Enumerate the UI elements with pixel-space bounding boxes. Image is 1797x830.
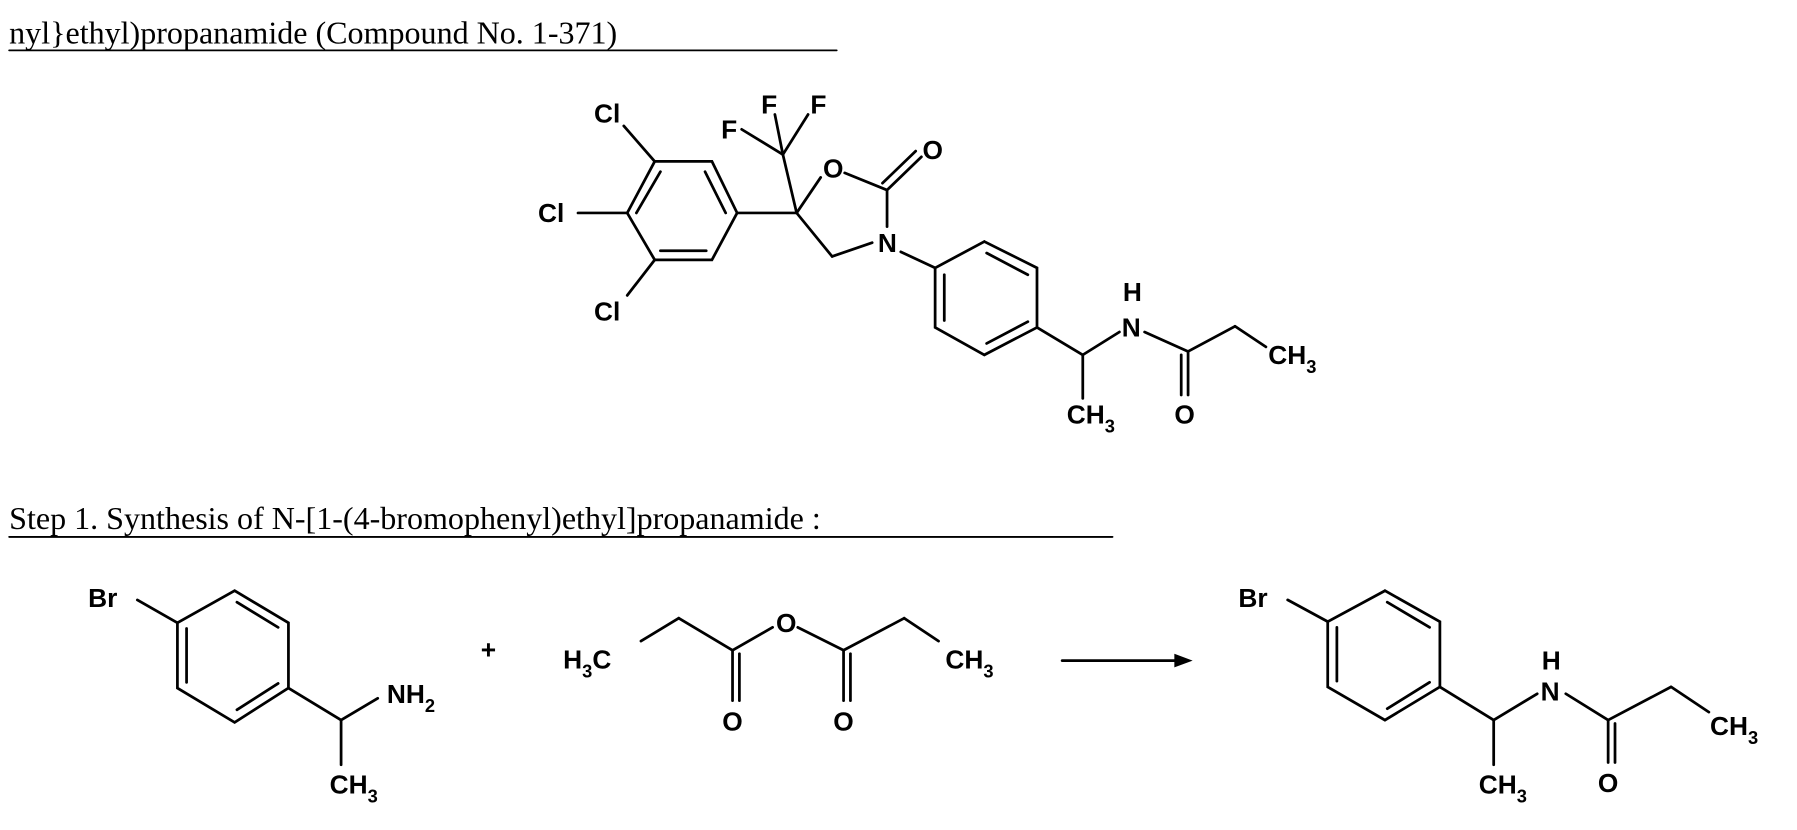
atom-ch3: CH3 [330, 769, 378, 806]
atom-o: O [1598, 768, 1618, 798]
atom-cl-bot: Cl [594, 297, 620, 327]
compound-heading: nyl}ethyl)propanamide (Compound No. 1-37… [9, 15, 617, 51]
product-bromophenylethylpropanamide: Br H N O CH3 CH3 [1238, 583, 1758, 807]
atom-ch3: CH3 [945, 645, 993, 682]
step-heading: Step 1. Synthesis of N-[1-(4-bromophenyl… [9, 500, 821, 536]
atom-o-amide: O [1174, 400, 1194, 430]
atom-h3c: H3C [563, 645, 611, 682]
atom-nh-n: N [1122, 313, 1141, 343]
atom-ch3-methyl: CH3 [1479, 769, 1527, 806]
atom-f-mid: F [761, 89, 777, 119]
atom-ch3-ethyl: CH3 [1268, 340, 1316, 377]
atom-n-ring: N [878, 228, 897, 258]
reactant-propionic-anhydride: H3C O O O CH3 [563, 608, 993, 736]
atom-o-bridge: O [776, 608, 796, 638]
atom-cl-top: Cl [594, 98, 620, 128]
atom-o-right: O [833, 706, 853, 736]
atom-br: Br [1238, 583, 1267, 613]
reaction-arrow [1062, 654, 1192, 668]
compound-structure: Cl Cl Cl F F F O O N H N O CH3 CH3 [538, 89, 1316, 436]
atom-o-carbonyl: O [923, 135, 943, 165]
atom-nh-h: H [1123, 277, 1142, 307]
atom-f-right: F [810, 89, 826, 119]
atom-n: N [1541, 677, 1560, 707]
reactant-bromophenylethylamine: Br NH2 CH3 [88, 583, 435, 807]
atom-f-left: F [721, 115, 737, 145]
atom-nh2: NH2 [387, 679, 435, 716]
atom-o-left: O [722, 706, 742, 736]
plus-sign: + [481, 634, 496, 664]
atom-br: Br [88, 583, 117, 613]
atom-cl-mid: Cl [538, 198, 564, 228]
atom-ch3-methyl: CH3 [1067, 400, 1115, 437]
atom-ch3-ethyl: CH3 [1710, 711, 1758, 748]
atom-h: H [1542, 646, 1561, 676]
atom-o-ring: O [823, 153, 843, 183]
